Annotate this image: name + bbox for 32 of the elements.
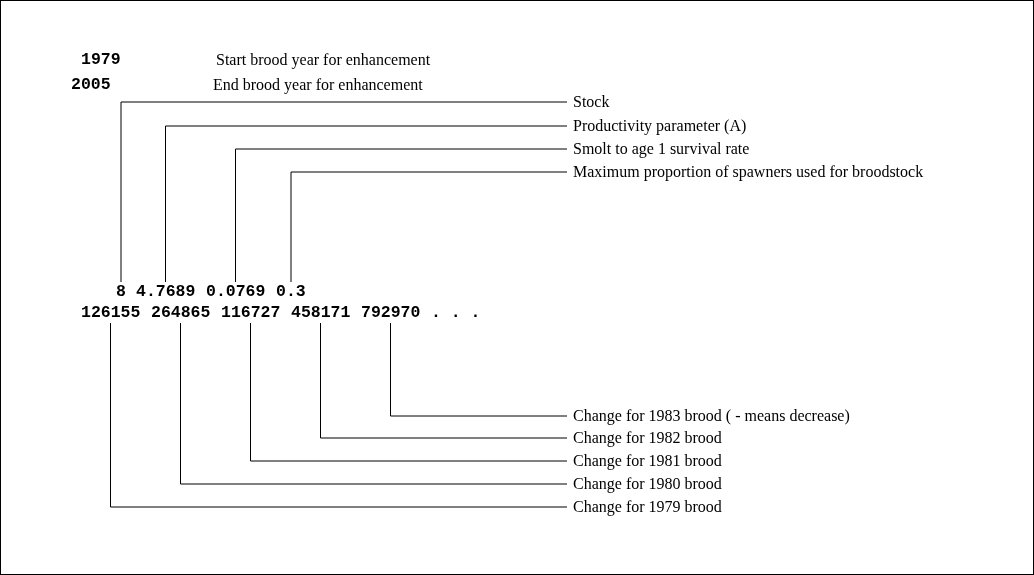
leader-line [235, 148, 568, 283]
data-value: 792970 [361, 304, 421, 322]
data-value: 458171 [291, 304, 351, 322]
ellipsis: . . . [431, 304, 481, 322]
leader-line [120, 101, 568, 283]
leader-line [180, 322, 568, 485]
data-value: 126155 [81, 304, 141, 322]
field-description: Change for 1980 brood [573, 475, 722, 493]
leader-line [290, 171, 568, 283]
leader-line [165, 125, 568, 283]
data-value: 0.0769 [206, 283, 266, 301]
field-description: End brood year for enhancement [213, 76, 423, 94]
year-value: 1979 [81, 51, 121, 69]
field-description: Change for 1982 brood [573, 429, 722, 447]
field-description: Change for 1979 brood [573, 498, 722, 516]
field-description: Productivity parameter (A) [573, 117, 747, 135]
data-value: 264865 [151, 304, 211, 322]
data-value: 0.3 [276, 283, 306, 301]
field-description: Smolt to age 1 survival rate [573, 140, 750, 158]
field-description: Change for 1983 brood ( - means decrease) [573, 407, 850, 425]
data-value: 4.7689 [136, 283, 196, 301]
field-description: Start brood year for enhancement [216, 51, 431, 69]
leader-line [250, 322, 568, 462]
data-value: 116727 [221, 304, 281, 322]
field-description: Change for 1981 brood [573, 452, 722, 470]
field-description: Maximum proportion of spawners used for broodstock [573, 163, 988, 181]
data-value: 8 [116, 283, 126, 301]
leader-line [390, 322, 568, 417]
leader-line [110, 322, 568, 508]
field-description: Stock [573, 93, 610, 111]
year-value: 2005 [71, 76, 111, 94]
leader-line [320, 322, 568, 439]
